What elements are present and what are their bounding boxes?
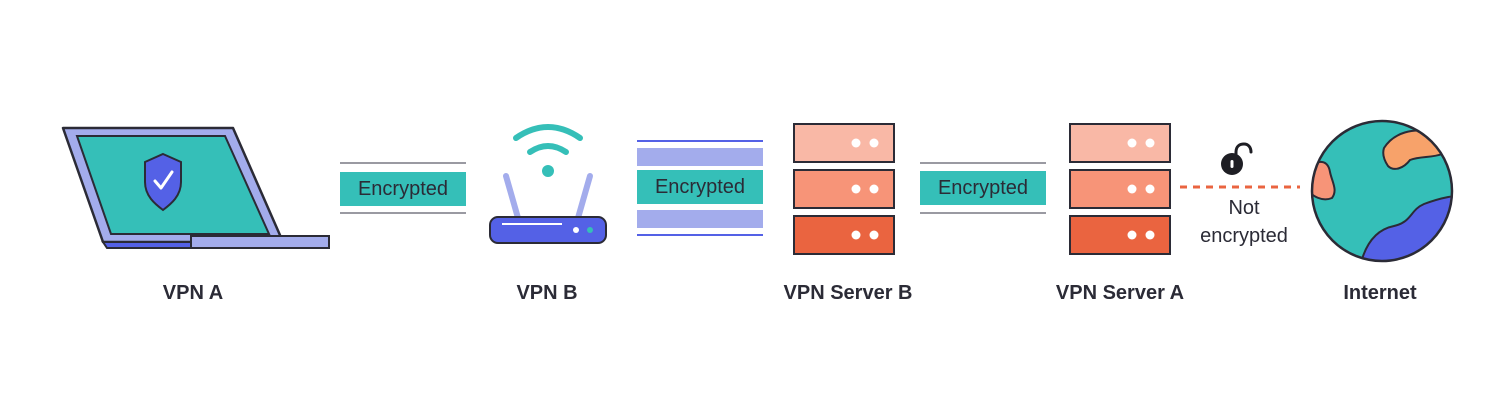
node-label-vpn-server-a: VPN Server A	[1055, 282, 1185, 304]
wifi-router-icon	[489, 124, 607, 244]
node-label-vpn-a: VPN A	[162, 282, 224, 304]
not-encrypted-label: Not encrypted	[1184, 194, 1304, 250]
laptop-shield-icon	[61, 126, 330, 249]
not-encrypted-line1: Not	[1228, 197, 1260, 219]
node-label-vpn-server-b: VPN Server B	[783, 282, 913, 304]
encrypted-label-1: Encrypted	[340, 172, 466, 206]
not-encrypted-line2: encrypted	[1200, 225, 1288, 247]
globe-icon	[1310, 119, 1454, 263]
encrypted-label-3: Encrypted	[920, 171, 1046, 205]
server-rack-icon	[1069, 123, 1171, 255]
encrypted-label-2: Encrypted	[637, 170, 763, 204]
server-rack-icon	[793, 123, 895, 255]
unencrypted-link-line	[1180, 185, 1300, 189]
node-label-internet: Internet	[1343, 282, 1417, 304]
unlocked-padlock-icon	[1221, 142, 1253, 175]
node-label-vpn-b: VPN B	[516, 282, 578, 304]
